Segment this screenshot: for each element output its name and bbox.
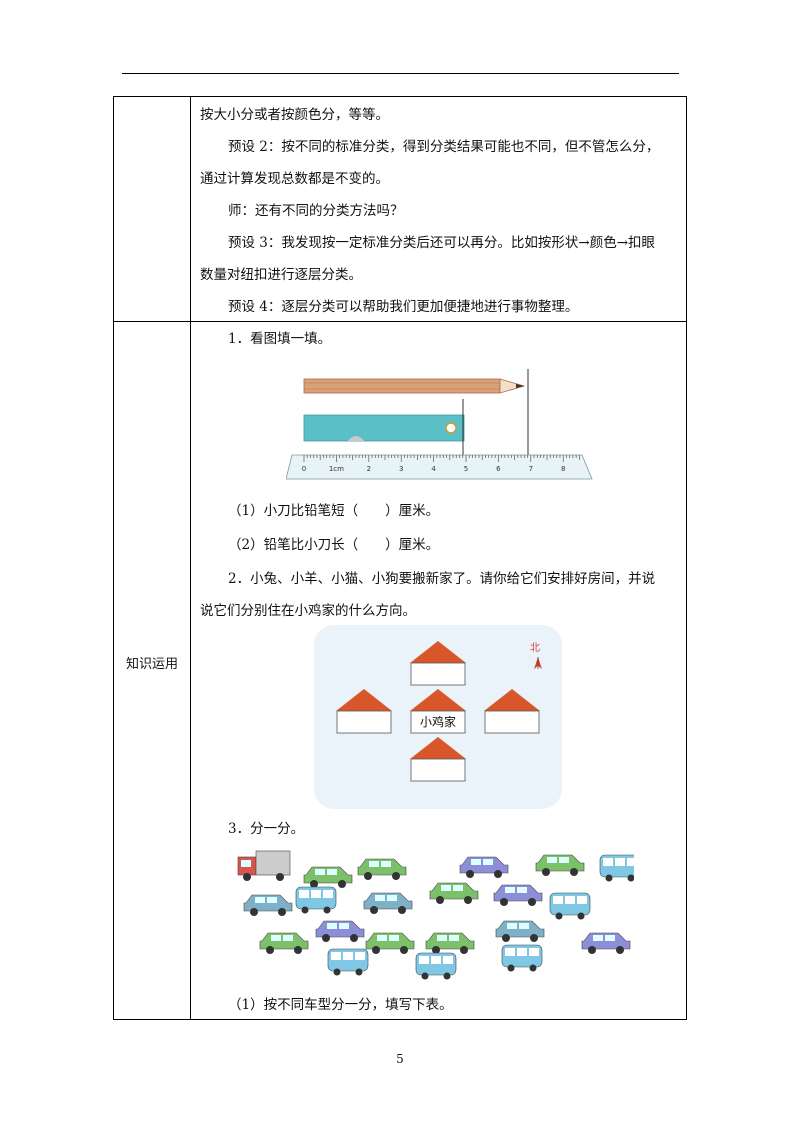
- house-center: [410, 689, 466, 734]
- north-arrow-icon: [534, 657, 542, 669]
- pencil-image: [303, 378, 526, 394]
- center-house-label: 小鸡家: [419, 715, 456, 729]
- bus-icon: [599, 854, 634, 882]
- truck-icon: [237, 850, 291, 881]
- column-divider: [190, 97, 191, 1019]
- q1-title: 1．看图填一填。: [228, 331, 332, 347]
- header-rule: [122, 73, 679, 74]
- car-blue-icon: [459, 856, 509, 878]
- car-blue-icon: [581, 932, 631, 954]
- car-blue-icon: [243, 894, 293, 916]
- upper-line-7: 预设 4：逐层分类可以帮助我们更加便捷地进行事物整理。: [228, 299, 579, 315]
- car-green-icon: [425, 932, 475, 954]
- car-green-icon: [303, 866, 353, 888]
- bus-icon: [549, 892, 591, 920]
- ruler-image: 0 1cm 2 3 4 5 6 7 8: [286, 454, 593, 480]
- row-label-knowledge-application: 知识运用: [125, 657, 178, 672]
- ruler-tick-label: 1cm: [329, 465, 344, 473]
- car-green-icon: [357, 858, 407, 880]
- vehicles-figure: [237, 850, 634, 980]
- q3-title: 3．分一分。: [228, 821, 305, 837]
- bus-icon: [295, 886, 337, 914]
- knife-image: [303, 414, 465, 442]
- bus-icon: [501, 944, 543, 972]
- upper-line-1: 按大小分或者按颜色分，等等。: [200, 107, 389, 123]
- car-blue-icon: [363, 892, 413, 914]
- ruler-tick-label: 6: [496, 465, 501, 473]
- car-blue-icon: [493, 884, 543, 906]
- car-blue-icon: [315, 920, 365, 942]
- house-north: [410, 641, 466, 686]
- bus-icon: [327, 948, 369, 976]
- ruler-tick-label: 2: [367, 465, 371, 473]
- car-green-icon: [259, 932, 309, 954]
- north-label: 北: [530, 643, 540, 654]
- ruler-tick-label: 7: [529, 465, 533, 473]
- row-divider: [114, 321, 686, 322]
- q1-sub1: （1）小刀比铅笔短（ ）厘米。: [228, 503, 440, 519]
- direction-map: 小鸡家 北: [314, 625, 562, 809]
- ruler-tick-label: 3: [399, 465, 403, 473]
- house-west: [336, 689, 392, 734]
- q2-line2: 说它们分别住在小鸡家的什么方向。: [200, 603, 416, 619]
- q2-line1: 2．小兔、小羊、小猫、小狗要搬新家了。请你给它们安排好房间，并说: [228, 571, 656, 587]
- ruler-tick-label: 0: [302, 465, 306, 473]
- car-green-icon: [365, 932, 415, 954]
- ruler-tick-label: 4: [431, 465, 436, 473]
- car-green-icon: [535, 854, 585, 876]
- q3-sub1: （1）按不同车型分一分，填写下表。: [228, 997, 453, 1013]
- ruler-tick-label: 8: [561, 465, 565, 473]
- car-green-icon: [429, 882, 479, 904]
- ruler-figure: 0 1cm 2 3 4 5 6 7 8: [286, 369, 593, 480]
- lesson-table: 知识运用 按大小分或者按颜色分，等等。 预设 2：按不同的标准分类，得到分类结果…: [113, 96, 687, 1020]
- bus-icon: [415, 952, 457, 980]
- upper-line-4: 师：还有不同的分类方法吗？: [228, 203, 404, 219]
- ruler-tick-label: 5: [464, 465, 468, 473]
- upper-line-6: 数量对纽扣进行逐层分类。: [200, 267, 362, 283]
- q1-sub2: （2）铅笔比小刀长（ ）厘米。: [228, 537, 440, 553]
- page-number: 5: [396, 1052, 404, 1066]
- upper-line-5: 预设 3：我发现按一定标准分类后还可以再分。比如按形状→颜色→扣眼: [228, 235, 656, 251]
- car-blue-icon: [495, 920, 545, 942]
- upper-line-3: 通过计算发现总数都是不变的。: [200, 171, 389, 187]
- house-east: [484, 689, 540, 734]
- upper-line-2: 预设 2：按不同的标准分类，得到分类结果可能也不同，但不管怎么分，: [228, 139, 660, 155]
- house-south: [410, 737, 466, 782]
